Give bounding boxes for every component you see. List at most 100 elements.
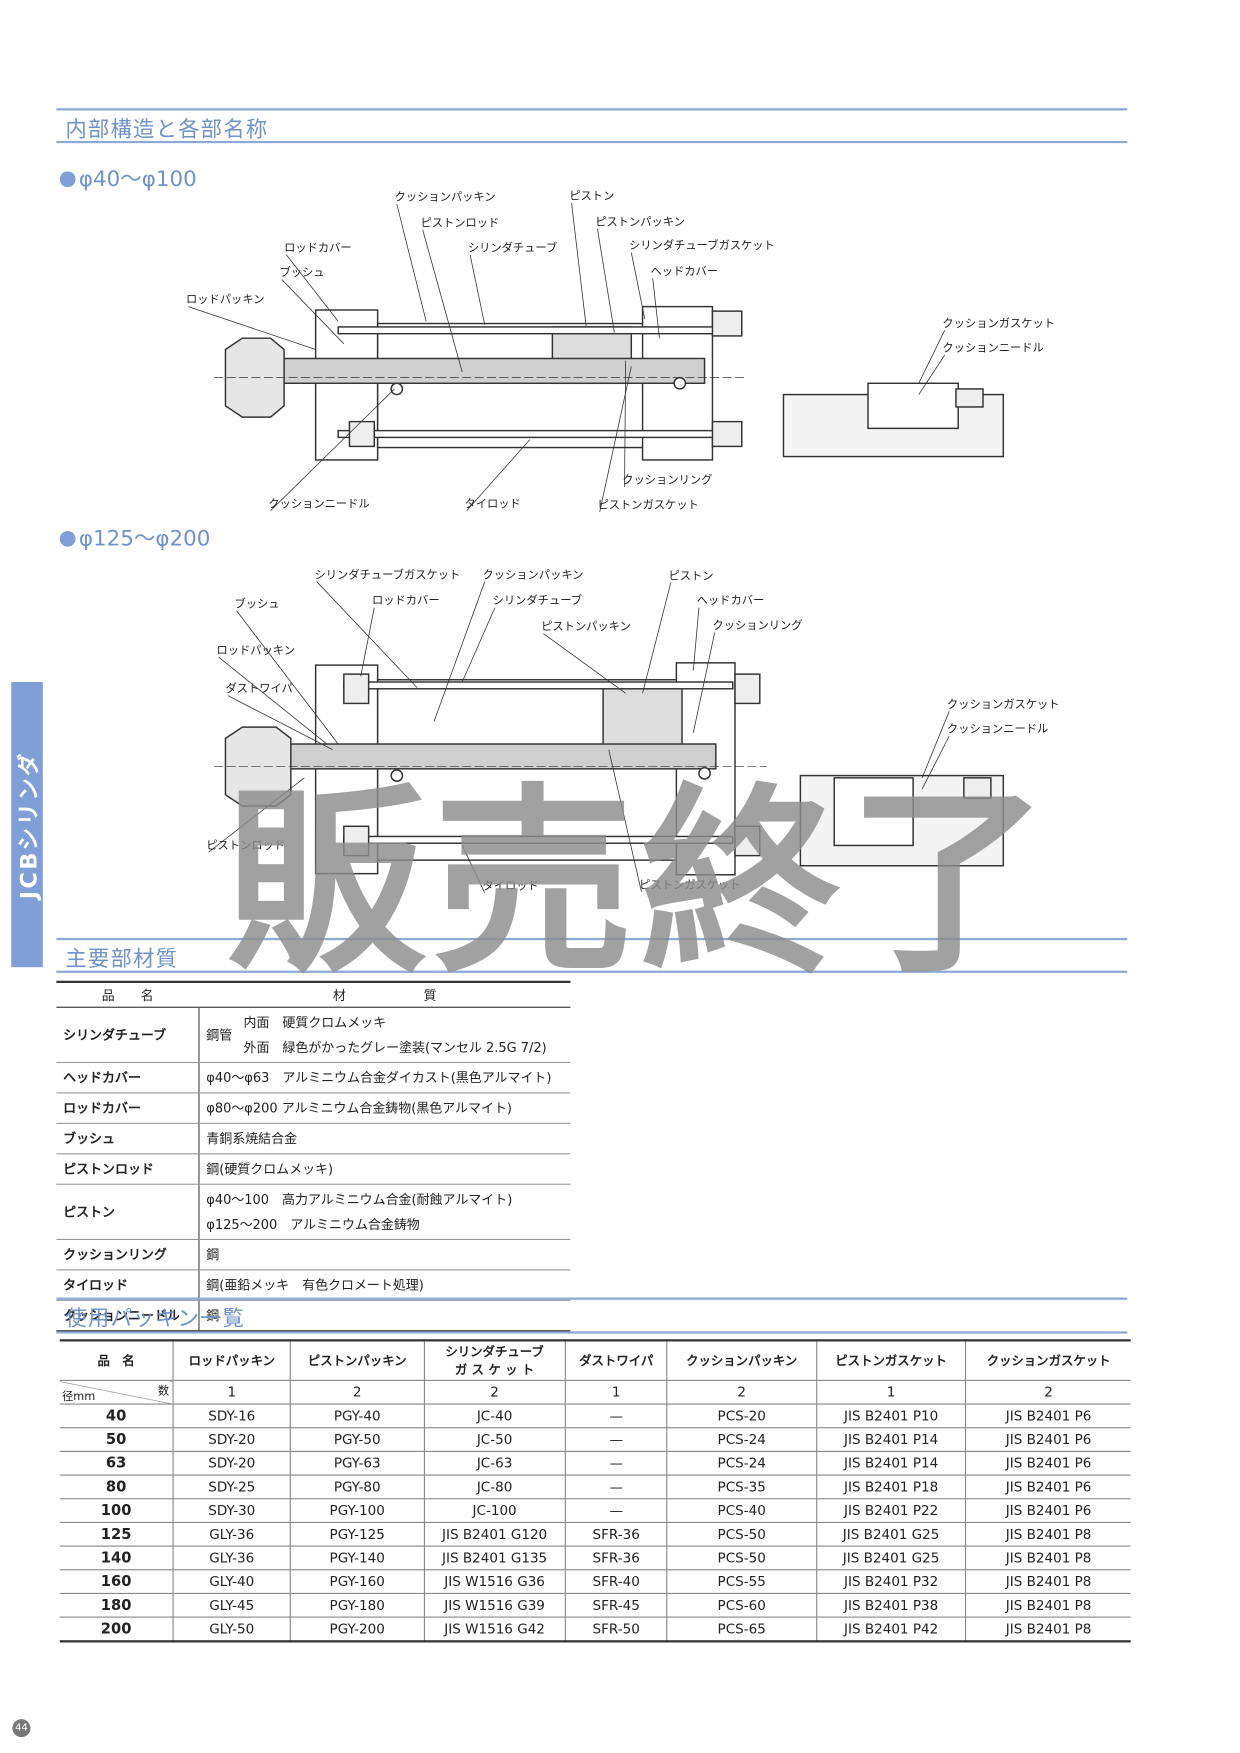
leader-line [281, 279, 345, 345]
packing-cell: JIS B2401 P10 [816, 1404, 967, 1429]
section-rule [56, 108, 1128, 111]
packing-cell: JIS W1516 G36 [423, 1569, 566, 1595]
leader-line [433, 581, 486, 722]
section-title-materials: 主要部材質 [65, 946, 179, 972]
section-title-structure: 内部構造と各部名称 [65, 117, 269, 143]
piston-rod-shape [286, 743, 717, 770]
packing-cell: PGY-63 [290, 1451, 425, 1476]
bore-cell: 50 [59, 1427, 174, 1452]
packing-cell: JIS B2401 G120 [423, 1522, 566, 1547]
part-label: クッションニードル [947, 723, 1048, 736]
leader-line [543, 633, 626, 694]
leader-line [652, 278, 660, 339]
table-row: クッションニードル鋼 [56, 1300, 571, 1332]
packing-cell: JIS B2401 P8 [965, 1569, 1131, 1595]
material-line: 鋼(硬質クロムメッキ) [206, 1161, 334, 1177]
material-line: 内面 硬質クロムメッキ [243, 1014, 387, 1031]
bullet-icon [59, 171, 76, 188]
packing-cell: JIS B2401 P8 [965, 1546, 1131, 1571]
packing-cell: PGY-40 [290, 1404, 425, 1429]
packing-cell: PGY-80 [290, 1475, 425, 1500]
part-label: クッションニードル [268, 497, 369, 510]
packing-cell: GLY-36 [173, 1522, 292, 1547]
material-cell: φ80～φ200 アルミニウム合金鋳物(黒色アルマイト) [198, 1092, 571, 1124]
count-cell: 1 [816, 1380, 967, 1405]
part-label: ピストンガスケット [639, 878, 740, 891]
section-rule [56, 1331, 1128, 1334]
part-label: ピストンロッド [420, 217, 499, 230]
count-cell: 2 [423, 1380, 566, 1405]
part-name: ピストン [56, 1184, 200, 1241]
bore-label: 径mm [62, 1391, 96, 1404]
port-circle [390, 382, 404, 396]
part-label: シリンダチューブガスケット [315, 567, 461, 581]
material-cell: φ40～φ63 アルミニウム合金ダイカスト(黒色アルマイト) [198, 1062, 571, 1094]
packing-cell: PGY-125 [290, 1522, 425, 1547]
packing-cell: JIS B2401 P8 [965, 1593, 1131, 1618]
leader-line [624, 360, 627, 487]
packing-cell: PCS-24 [667, 1427, 817, 1452]
part-label: シリンダチューブ [493, 593, 582, 607]
packing-cell: JIS B2401 G25 [816, 1546, 967, 1571]
packing-cell: SFR-50 [565, 1617, 668, 1642]
packing-cell: JC-63 [423, 1451, 566, 1476]
packing-cell: — [565, 1451, 668, 1476]
leader-line [597, 228, 615, 333]
packing-cell: JIS B2401 P6 [965, 1427, 1131, 1452]
packing-cell: JIS B2401 P6 [965, 1451, 1131, 1476]
leader-line [208, 777, 305, 853]
material-cell: 青銅系焼結合金 [198, 1123, 571, 1155]
packing-cell: JIS B2401 P22 [816, 1498, 967, 1523]
diagram1-heading: φ40～φ100 [59, 162, 197, 192]
bore-cell: 180 [59, 1593, 174, 1618]
packing-cell: GLY-45 [173, 1593, 292, 1618]
part-label: クッションパッキン [482, 568, 583, 581]
cylinder-diagram-small [214, 305, 1005, 461]
material-line: φ40～φ63 アルミニウム合金ダイカスト(黒色アルマイト) [206, 1069, 552, 1086]
packing-cell: SDY-20 [173, 1451, 292, 1476]
packing-cell: PGY-50 [290, 1427, 425, 1452]
column-header: シリンダチューブ ガ ス ケ ッ ト [423, 1340, 566, 1381]
packing-cell: PCS-24 [667, 1451, 817, 1476]
material-cell: φ40～100 高力アルミニウム合金(耐蝕アルマイト)φ125～200 アルミニ… [198, 1184, 571, 1241]
table-header-row: 品 名材 質 [56, 981, 571, 1008]
table-row: クッションリング鋼 [56, 1239, 571, 1271]
part-label: クッションガスケット [947, 698, 1060, 711]
packing-cell: JIS W1516 G39 [423, 1593, 566, 1618]
leader-line [360, 607, 375, 677]
page-number: 44 [12, 1719, 31, 1738]
part-label: クッションガスケット [942, 317, 1055, 330]
part-label: シリンダチューブガスケット [629, 238, 775, 252]
leader-line [918, 354, 946, 395]
leader-line [608, 749, 642, 892]
bore-cell: 200 [59, 1617, 174, 1642]
packing-cell: SDY-16 [173, 1404, 292, 1429]
cylinder-diagram-large [214, 662, 1005, 876]
bore-cell: 63 [59, 1451, 174, 1476]
material-line: φ125～200 アルミニウム合金鋳物 [206, 1216, 420, 1233]
bullet-icon [59, 530, 76, 547]
packing-cell: PCS-50 [667, 1522, 817, 1547]
material-cell: 鋼(亜鉛メッキ 有色クロメート処理) [198, 1269, 571, 1301]
column-header: ピストンパッキン [290, 1340, 425, 1381]
part-label: ロッドカバー [284, 241, 352, 254]
packing-cell: JIS B2401 P14 [816, 1427, 967, 1452]
packing-cell: — [565, 1498, 668, 1523]
column-header: ピストンガスケット [816, 1340, 967, 1381]
packing-cell: JIS B2401 P6 [965, 1404, 1131, 1429]
discontinued-watermark: 販売終了 [225, 766, 1056, 1000]
packing-cell: JC-80 [423, 1475, 566, 1500]
packing-cell: PGY-180 [290, 1593, 425, 1618]
leader-line [188, 306, 316, 350]
part-label: ブッシュ [280, 265, 325, 279]
section-rule [56, 937, 1128, 941]
part-name: ロッドカバー [56, 1092, 200, 1124]
leader-line [599, 366, 632, 512]
corner-header: 品 名 [59, 1340, 174, 1381]
material-line: 鋼 [206, 1246, 220, 1263]
